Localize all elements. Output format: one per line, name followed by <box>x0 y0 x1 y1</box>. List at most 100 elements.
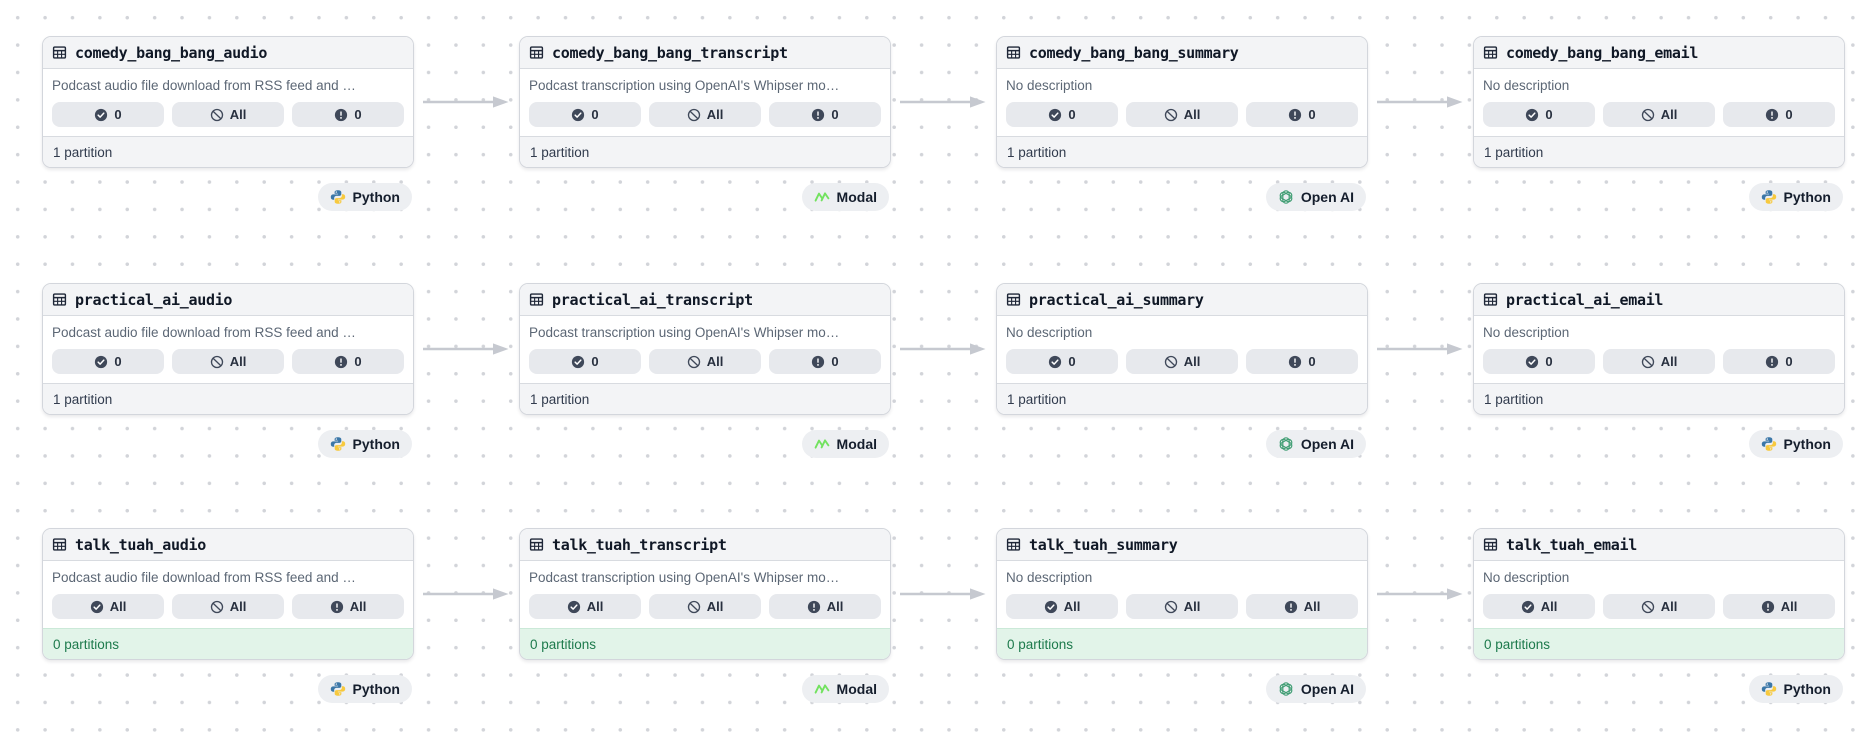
compute-kind-tag[interactable]: Modal <box>801 183 889 211</box>
asset-node[interactable]: comedy_bang_bang_transcript Podcast tran… <box>519 36 891 168</box>
slash-circle-icon <box>687 108 701 122</box>
asset-node[interactable]: comedy_bang_bang_email No description 0 … <box>1473 36 1845 168</box>
asset-node-body: No description 0 All 0 <box>997 69 1367 136</box>
compute-kind-tag[interactable]: Python <box>1748 430 1843 458</box>
openai-icon <box>1278 681 1294 697</box>
failed-count-badge: All <box>1126 102 1238 127</box>
asset-name: talk_tuah_audio <box>75 535 206 554</box>
compute-kind-tag[interactable]: Open AI <box>1265 430 1366 458</box>
asset-name: comedy_bang_bang_transcript <box>552 43 788 62</box>
failed-count-badge: All <box>649 594 761 619</box>
tag-row: Python <box>42 675 412 703</box>
compute-kind-label: Modal <box>836 436 877 452</box>
asset-node-cell: comedy_bang_bang_email No description 0 … <box>1473 36 1845 211</box>
missing-count-badge: 0 <box>292 102 404 127</box>
table-icon <box>1483 537 1498 552</box>
compute-kind-tag[interactable]: Open AI <box>1265 183 1366 211</box>
asset-node[interactable]: practical_ai_transcript Podcast transcri… <box>519 283 891 415</box>
asset-node[interactable]: practical_ai_summary No description 0 Al… <box>996 283 1368 415</box>
asset-node[interactable]: comedy_bang_bang_summary No description … <box>996 36 1368 168</box>
asset-node[interactable]: talk_tuah_audio Podcast audio file downl… <box>42 528 414 660</box>
slash-circle-icon <box>687 355 701 369</box>
badge-value: 0 <box>591 354 599 369</box>
badge-value: 0 <box>831 354 839 369</box>
asset-description: Podcast audio file download from RSS fee… <box>52 325 356 340</box>
compute-kind-tag[interactable]: Python <box>317 675 412 703</box>
compute-kind-tag[interactable]: Python <box>1748 183 1843 211</box>
compute-kind-label: Python <box>1783 189 1831 205</box>
missing-count-badge: All <box>1723 594 1835 619</box>
badge-value: 0 <box>1545 354 1553 369</box>
table-icon <box>1006 292 1021 307</box>
python-icon <box>1761 436 1777 452</box>
partition-status-badges: 0 All 0 <box>1483 349 1835 374</box>
asset-name: comedy_bang_bang_audio <box>75 43 268 62</box>
partition-count-label: 1 partition <box>1484 144 1544 160</box>
partition-count-label: 0 partitions <box>530 636 597 652</box>
badge-value: All <box>586 599 604 614</box>
badge-value: All <box>1660 599 1678 614</box>
table-icon <box>529 537 544 552</box>
compute-kind-tag[interactable]: Open AI <box>1265 675 1366 703</box>
check-circle-icon <box>94 108 108 122</box>
compute-kind-tag[interactable]: Modal <box>801 675 889 703</box>
missing-count-badge: 0 <box>1723 102 1835 127</box>
partition-count-label: 1 partition <box>1007 144 1067 160</box>
asset-name: comedy_bang_bang_summary <box>1029 43 1239 62</box>
materialized-count-badge: 0 <box>1006 102 1118 127</box>
asset-node[interactable]: talk_tuah_email No description All All A… <box>1473 528 1845 660</box>
slash-circle-icon <box>1641 108 1655 122</box>
partition-status-badges: 0 All 0 <box>529 349 881 374</box>
edge-arrow-icon <box>422 95 510 109</box>
partition-status-badges: 0 All 0 <box>529 102 881 127</box>
missing-count-badge: 0 <box>769 102 881 127</box>
compute-kind-label: Python <box>352 681 400 697</box>
partition-count: 0 partitions <box>997 628 1367 659</box>
missing-count-badge: All <box>1246 594 1358 619</box>
edge-arrow-icon <box>1376 587 1464 601</box>
materialized-count-badge: 0 <box>52 349 164 374</box>
materialized-count-badge: 0 <box>1483 349 1595 374</box>
slash-circle-icon <box>1641 355 1655 369</box>
edge-arrow-icon <box>1376 342 1464 356</box>
badge-value: 0 <box>1068 354 1076 369</box>
compute-kind-tag[interactable]: Python <box>317 430 412 458</box>
exclamation-circle-icon <box>811 355 825 369</box>
asset-node-header: comedy_bang_bang_transcript <box>520 37 890 69</box>
partition-status-badges: 0 All 0 <box>1006 349 1358 374</box>
asset-node[interactable]: practical_ai_audio Podcast audio file do… <box>42 283 414 415</box>
edge-arrow-icon <box>422 587 510 601</box>
partition-count-label: 0 partitions <box>1484 636 1551 652</box>
compute-kind-label: Python <box>1783 681 1831 697</box>
partition-count-label: 0 partitions <box>53 636 120 652</box>
asset-node[interactable]: comedy_bang_bang_audio Podcast audio fil… <box>42 36 414 168</box>
missing-count-badge: 0 <box>1246 102 1358 127</box>
badge-value: All <box>1183 599 1201 614</box>
badge-value: All <box>1660 107 1678 122</box>
asset-node[interactable]: talk_tuah_summary No description All All… <box>996 528 1368 660</box>
check-circle-icon <box>1048 355 1062 369</box>
table-icon <box>52 537 67 552</box>
asset-node[interactable]: practical_ai_email No description 0 All … <box>1473 283 1845 415</box>
badge-value: All <box>1780 599 1798 614</box>
exclamation-circle-icon <box>811 108 825 122</box>
compute-kind-tag[interactable]: Modal <box>801 430 889 458</box>
asset-node-body: Podcast transcription using OpenAI's Whi… <box>520 561 890 628</box>
failed-count-badge: All <box>172 349 284 374</box>
asset-node-cell: comedy_bang_bang_transcript Podcast tran… <box>519 36 891 211</box>
asset-node-cell: talk_tuah_summary No description All All… <box>996 528 1368 703</box>
asset-node[interactable]: talk_tuah_transcript Podcast transcripti… <box>519 528 891 660</box>
compute-kind-tag[interactable]: Python <box>1748 675 1843 703</box>
compute-kind-label: Modal <box>836 189 877 205</box>
partition-count-label: 0 partitions <box>1007 636 1074 652</box>
asset-description: Podcast transcription using OpenAI's Whi… <box>529 570 840 585</box>
compute-kind-tag[interactable]: Python <box>317 183 412 211</box>
asset-node-header: talk_tuah_summary <box>997 529 1367 561</box>
partition-status-badges: All All All <box>52 594 404 619</box>
asset-node-cell: practical_ai_summary No description 0 Al… <box>996 283 1368 458</box>
partition-count: 1 partition <box>43 136 413 167</box>
failed-count-badge: All <box>172 102 284 127</box>
missing-count-badge: 0 <box>292 349 404 374</box>
slash-circle-icon <box>1641 600 1655 614</box>
